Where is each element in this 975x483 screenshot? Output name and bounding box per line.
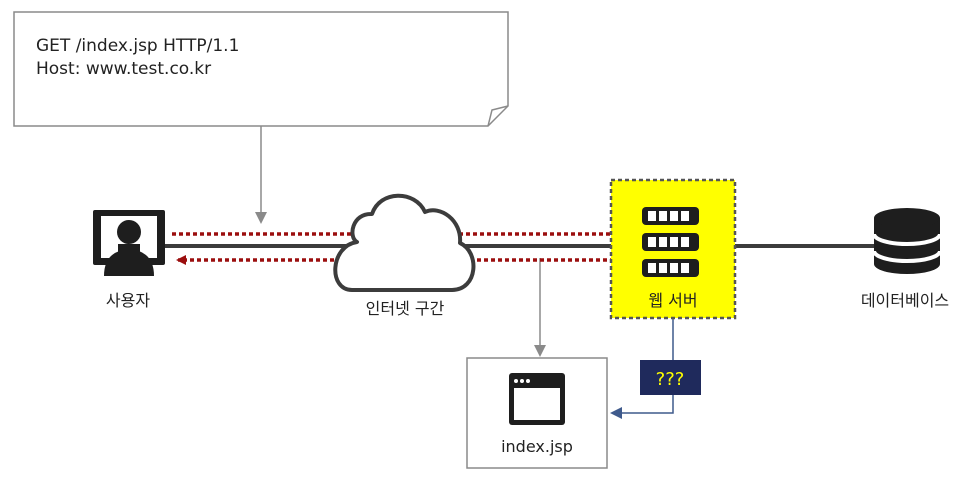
request-line: GET /index.jsp HTTP/1.1 xyxy=(36,36,239,56)
request-note: GET /index.jsp HTTP/1.1 Host: www.test.c… xyxy=(13,11,509,127)
user-at-monitor-icon xyxy=(93,210,165,276)
server-to-file-link xyxy=(610,318,674,419)
server-rack-icon xyxy=(642,207,699,277)
database-node[interactable]: 데이터베이스 xyxy=(861,208,949,310)
unknown-box xyxy=(640,360,701,395)
user-label: 사용자 xyxy=(106,291,150,310)
unknown-label: ??? xyxy=(656,369,685,390)
database-label: 데이터베이스 xyxy=(861,291,949,310)
internet-label: 인터넷 구간 xyxy=(366,299,445,318)
web-server-label: 웹 서버 xyxy=(648,291,697,310)
file-label: index.jsp xyxy=(501,437,573,456)
file-node[interactable]: index.jsp xyxy=(466,357,608,469)
host-line: Host: www.test.co.kr xyxy=(36,59,211,79)
unknown-process-node[interactable]: ??? xyxy=(640,360,701,395)
database-icon xyxy=(872,208,942,274)
internet-node[interactable]: 인터넷 구간 xyxy=(333,193,476,318)
web-server-node[interactable]: 웹 서버 xyxy=(609,178,737,320)
browser-window-icon xyxy=(509,373,565,425)
user-node[interactable]: 사용자 xyxy=(93,210,165,310)
cloud-icon xyxy=(333,193,476,292)
